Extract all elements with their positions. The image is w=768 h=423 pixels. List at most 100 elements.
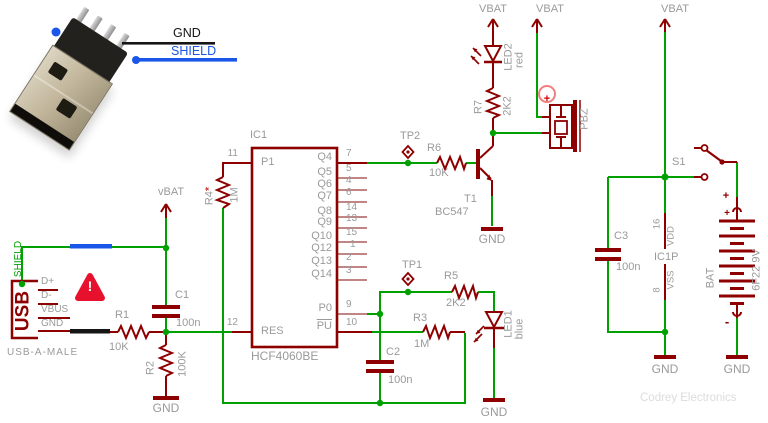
ic1p-pin8-number: 8 — [651, 287, 663, 293]
ic1-pin-q6: Q6 — [317, 178, 332, 190]
ic1-pin-p1: P1 — [261, 156, 275, 168]
battery-ref: BAT — [704, 267, 717, 289]
usb-pin-gnd: GND — [41, 318, 64, 329]
ic1-pin14-number: 14 — [346, 202, 358, 213]
r6-value: 10K — [429, 167, 449, 179]
c2-value: 100n — [388, 374, 413, 386]
r7-value: 2K2 — [501, 96, 514, 116]
r5-ref: R5 — [444, 270, 459, 282]
vbat-label: VBAT — [661, 3, 689, 15]
led1-symbol — [473, 311, 504, 348]
ic1-pin5-number: 5 — [346, 163, 352, 174]
r3-value: 1M — [414, 338, 430, 350]
junction-dots — [18, 129, 669, 407]
ic1-pin3-number: 3 — [346, 265, 352, 276]
usb-pin-dplus: D+ — [41, 276, 55, 287]
s1-ref: S1 — [672, 156, 686, 168]
photo-callout-lines — [51, 27, 237, 64]
ic1-pin-q4: Q4 — [317, 151, 332, 163]
ic1-pin9-number: 9 — [346, 299, 352, 310]
warning-mark: ! — [87, 278, 93, 294]
ic1-pin-q7: Q7 — [317, 190, 332, 202]
ic1-ref: IC1 — [250, 129, 268, 141]
ic1-pin-q8: Q8 — [317, 205, 332, 217]
r2-value: 100K — [176, 351, 189, 377]
buzzer-ref: PBZ — [578, 108, 591, 130]
ic1-pin-res: RES — [261, 325, 284, 337]
vbat-arrow — [160, 18, 671, 218]
r1-value: 10K — [109, 341, 129, 353]
ic1-part: HCF4060BE — [251, 349, 319, 363]
ic1-pin13-number: 13 — [346, 213, 358, 224]
colored-wire-overlays — [70, 244, 112, 334]
gnd-label: GND — [478, 232, 506, 246]
led2-color: red — [513, 52, 526, 68]
ic1-pin7-number: 7 — [346, 148, 352, 159]
led1-color: blue — [513, 318, 526, 340]
watermark: Codrey Electronics — [640, 392, 737, 404]
ic1-pin-p0: P0 — [318, 302, 332, 314]
gnd-label: GND — [480, 405, 508, 419]
ic1p-vdd-label: VDD — [665, 225, 677, 247]
usb-pin-dminus: D- — [41, 290, 52, 301]
ic1p-vss-label: VSS — [665, 270, 677, 290]
gnd-label: GND — [651, 362, 679, 376]
ic1-body — [250, 146, 339, 349]
vbat-label: VBAT — [536, 3, 564, 15]
ic1-pin-pu: PU — [316, 320, 332, 332]
usb-caption: USB-A-MALE — [7, 347, 79, 358]
buzzer-symbol — [542, 100, 581, 152]
battery-symbol — [719, 197, 755, 318]
ic1-pin10-number: 10 — [346, 317, 358, 328]
r6-ref: R6 — [427, 142, 442, 154]
usb-ref-label: USB — [12, 290, 34, 332]
r7-ref: R7 — [472, 99, 485, 115]
battery-value: 6F22 9V — [750, 249, 763, 291]
tp1-symbol — [401, 271, 415, 287]
ic1-pin-q13: Q13 — [311, 255, 332, 267]
led2-symbol — [470, 33, 503, 88]
warning-icon — [75, 273, 105, 301]
t1-symbol — [476, 133, 494, 196]
ic1-pin1-number: 1 — [350, 239, 356, 250]
ic-pin-stubs — [337, 177, 367, 315]
gnd-label: GND — [723, 362, 751, 376]
t1-part: BC547 — [435, 206, 469, 218]
ic1p-ref: IC1P — [654, 251, 679, 263]
ic1-pin2-number: 2 — [346, 252, 352, 263]
ic1p-pin16-number: 16 — [651, 218, 663, 230]
c2-ref: C2 — [386, 346, 401, 358]
ic1-pin15-number: 15 — [346, 227, 358, 238]
t1-ref: T1 — [464, 193, 477, 205]
usb-pin-vbus: VBUS — [41, 304, 69, 315]
r2-ref: R2 — [144, 360, 157, 376]
r3-ref: R3 — [413, 312, 428, 324]
photo-gnd-callout: GND — [173, 26, 201, 40]
tp2-symbol — [401, 144, 415, 160]
battery-plus-mark: + — [724, 208, 730, 219]
shield-net-label: SHIELD — [13, 240, 24, 278]
r5-value: 2K2 — [446, 297, 466, 309]
ic1-pin6-number: 6 — [346, 187, 352, 198]
c3-value: 100n — [616, 261, 641, 273]
c1-ref: C1 — [175, 289, 190, 301]
ic1-pin11-number: 11 — [227, 148, 238, 159]
photo-shield-callout: SHIELD — [171, 44, 217, 58]
ic1-pin-q5: Q5 — [317, 166, 332, 178]
ic1-pin12-number: 12 — [226, 317, 238, 328]
r4-value: 1M — [228, 187, 241, 203]
ic1-pin-q12: Q12 — [311, 242, 332, 254]
ic1-pin-q14: Q14 — [311, 268, 332, 280]
tp1-label: TP1 — [402, 259, 423, 271]
vbat-label: VBAT — [479, 3, 507, 15]
tp2-label: TP2 — [400, 130, 421, 142]
c3-ref: C3 — [614, 230, 629, 242]
buzzer-plus-icon: + — [538, 85, 556, 105]
vbat-label-small: vBAT — [158, 186, 185, 198]
switch-symbol — [694, 144, 737, 181]
wires — [21, 32, 738, 404]
ic1-pin-q9: Q9 — [317, 216, 332, 228]
battery-minus-mark: - — [724, 314, 730, 329]
r4-ref: R4* — [203, 186, 216, 206]
